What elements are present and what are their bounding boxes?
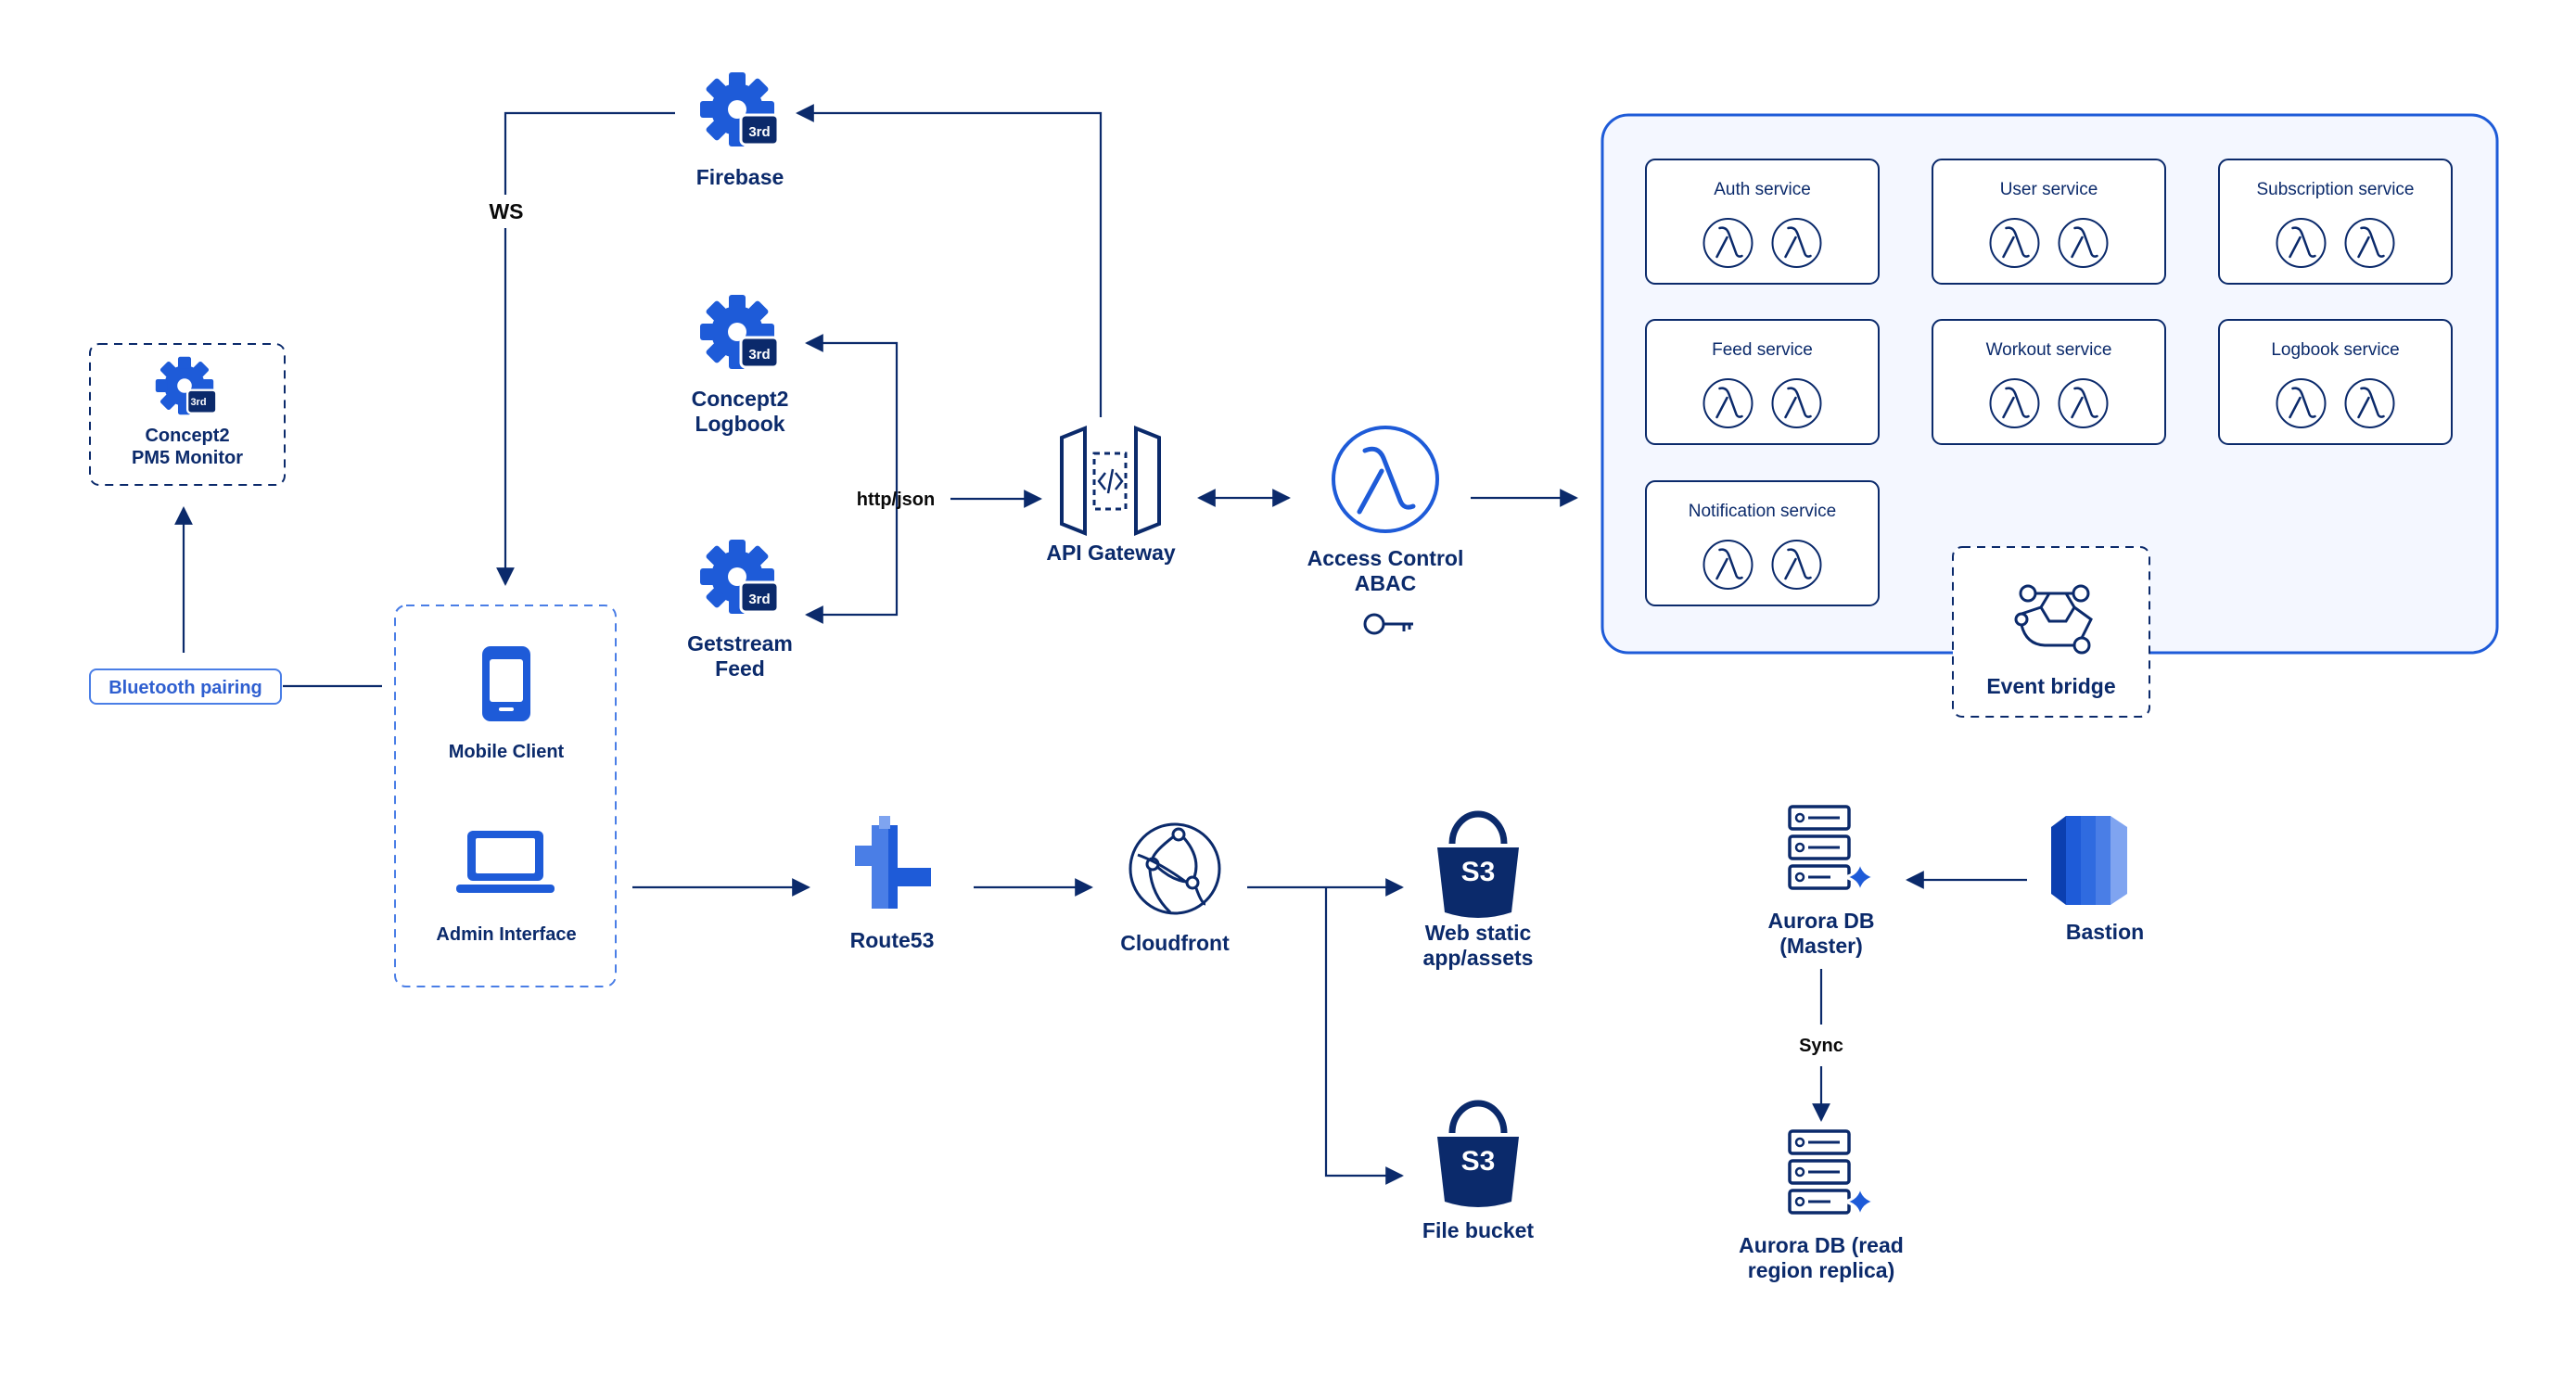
service-card: Subscription service bbox=[2218, 159, 2453, 285]
service-card-frame bbox=[1932, 319, 2166, 445]
access-control-label-line1: Access Control bbox=[1307, 546, 1464, 570]
service-label: Logbook service bbox=[2271, 340, 2399, 360]
service-card-frame bbox=[1645, 319, 1880, 445]
third-party-badge: 3rd bbox=[748, 124, 770, 140]
node-cloudfront: Cloudfront bbox=[1120, 822, 1230, 955]
service-card-frame bbox=[1645, 159, 1880, 285]
laptop-icon bbox=[456, 831, 555, 893]
database-icon bbox=[1788, 805, 1879, 896]
edge-ws bbox=[496, 111, 675, 586]
database-icon bbox=[1788, 1129, 1879, 1220]
smartphone-icon bbox=[482, 646, 530, 721]
bluetooth-pairing-label: Bluetooth pairing bbox=[108, 678, 262, 698]
service-card-frame bbox=[2218, 319, 2453, 445]
aurora-master-label-line2: (Master) bbox=[1779, 934, 1862, 958]
pm5-label-line1: Concept2 bbox=[145, 426, 229, 446]
getstream-label-line2: Feed bbox=[715, 656, 765, 681]
service-label: Workout service bbox=[1986, 340, 2112, 360]
s3-badge: S3 bbox=[1461, 857, 1496, 887]
third-party-badge: 3rd bbox=[748, 592, 770, 607]
third-party-badge: 3rd bbox=[748, 347, 770, 363]
node-bastion: Bastion bbox=[2051, 816, 2144, 944]
logbook-label-line2: Logbook bbox=[695, 412, 784, 436]
node-pm5-monitor: 3rd Concept2 PM5 Monitor bbox=[89, 343, 286, 486]
pm5-label-line2: PM5 Monitor bbox=[132, 448, 243, 468]
node-web-static: S3 Web static app/assets bbox=[1423, 814, 1534, 970]
node-file-bucket: S3 File bucket bbox=[1422, 1103, 1534, 1242]
clients-group: Mobile Client Admin Interface bbox=[394, 605, 617, 987]
api-gateway-icon bbox=[1060, 426, 1161, 536]
mobile-client-label: Mobile Client bbox=[449, 742, 565, 762]
service-card-frame bbox=[1932, 159, 2166, 285]
api-gateway-label: API Gateway bbox=[1046, 541, 1176, 565]
key-icon bbox=[1363, 613, 1413, 635]
s3-badge: S3 bbox=[1461, 1146, 1496, 1177]
node-event-bridge: Event bridge bbox=[1952, 546, 2150, 718]
service-card-frame bbox=[1645, 480, 1880, 606]
route53-icon bbox=[855, 816, 931, 909]
event-bridge-label: Event bridge bbox=[1986, 674, 2115, 698]
node-access-control: Access Control ABAC bbox=[1307, 426, 1464, 635]
third-party-badge: 3rd bbox=[190, 397, 206, 408]
edge-label-ws: WS bbox=[489, 199, 523, 223]
aurora-replica-label-line2: region replica) bbox=[1748, 1258, 1894, 1282]
web-static-label-line2: app/assets bbox=[1423, 946, 1534, 970]
admin-interface-label: Admin Interface bbox=[436, 924, 576, 945]
eventbridge-icon bbox=[2014, 584, 2093, 655]
service-card-frame bbox=[2218, 159, 2453, 285]
edge-label-sync: Sync bbox=[1799, 1036, 1843, 1056]
service-label: Subscription service bbox=[2256, 180, 2414, 199]
service-card: Logbook service bbox=[2218, 319, 2453, 445]
aurora-replica-label-line1: Aurora DB (read bbox=[1739, 1233, 1904, 1257]
route53-label: Route53 bbox=[850, 928, 935, 952]
edge-label-http-json: http/json bbox=[857, 490, 935, 510]
node-getstream-feed: 3rd Getstream Feed bbox=[687, 538, 793, 681]
node-api-gateway: API Gateway bbox=[1046, 426, 1176, 565]
edge-cloudfront-file bbox=[1324, 887, 1404, 1185]
bluetooth-pairing: Bluetooth pairing bbox=[89, 668, 282, 705]
node-firebase: 3rd Firebase bbox=[696, 70, 784, 189]
web-static-label-line1: Web static bbox=[1425, 921, 1532, 945]
node-aurora-master: Aurora DB (Master) bbox=[1767, 805, 1879, 958]
node-route53: Route53 bbox=[850, 816, 935, 952]
edge-logbook bbox=[805, 334, 899, 499]
node-concept2-logbook: 3rd Concept2 Logbook bbox=[692, 293, 789, 436]
service-card: Notification service bbox=[1645, 480, 1880, 606]
service-card: Workout service bbox=[1932, 319, 2166, 445]
logbook-label-line1: Concept2 bbox=[692, 387, 789, 411]
service-label: User service bbox=[2000, 180, 2098, 199]
cloudfront-icon bbox=[1129, 822, 1221, 915]
cloudfront-label: Cloudfront bbox=[1120, 931, 1230, 955]
node-aurora-replica: Aurora DB (read region replica) bbox=[1739, 1129, 1904, 1282]
getstream-label-line1: Getstream bbox=[687, 631, 793, 656]
edges bbox=[174, 104, 2027, 1185]
service-label: Notification service bbox=[1689, 502, 1836, 521]
bastion-label: Bastion bbox=[2066, 920, 2144, 944]
edge-getstream bbox=[805, 499, 899, 624]
service-card: Feed service bbox=[1645, 319, 1880, 445]
service-card: Auth service bbox=[1645, 159, 1880, 285]
edge-api-firebase bbox=[796, 104, 1103, 417]
server-icon bbox=[2051, 816, 2127, 905]
lambda-icon bbox=[1332, 426, 1439, 533]
service-label: Auth service bbox=[1714, 180, 1811, 199]
firebase-label: Firebase bbox=[696, 165, 784, 189]
file-bucket-label: File bucket bbox=[1422, 1218, 1534, 1242]
service-label: Feed service bbox=[1712, 340, 1813, 360]
service-card: User service bbox=[1932, 159, 2166, 285]
aurora-master-label-line1: Aurora DB bbox=[1767, 909, 1874, 933]
access-control-label-line2: ABAC bbox=[1355, 571, 1416, 595]
services-grid: Auth service User service Subscription ser… bbox=[1645, 159, 2453, 606]
